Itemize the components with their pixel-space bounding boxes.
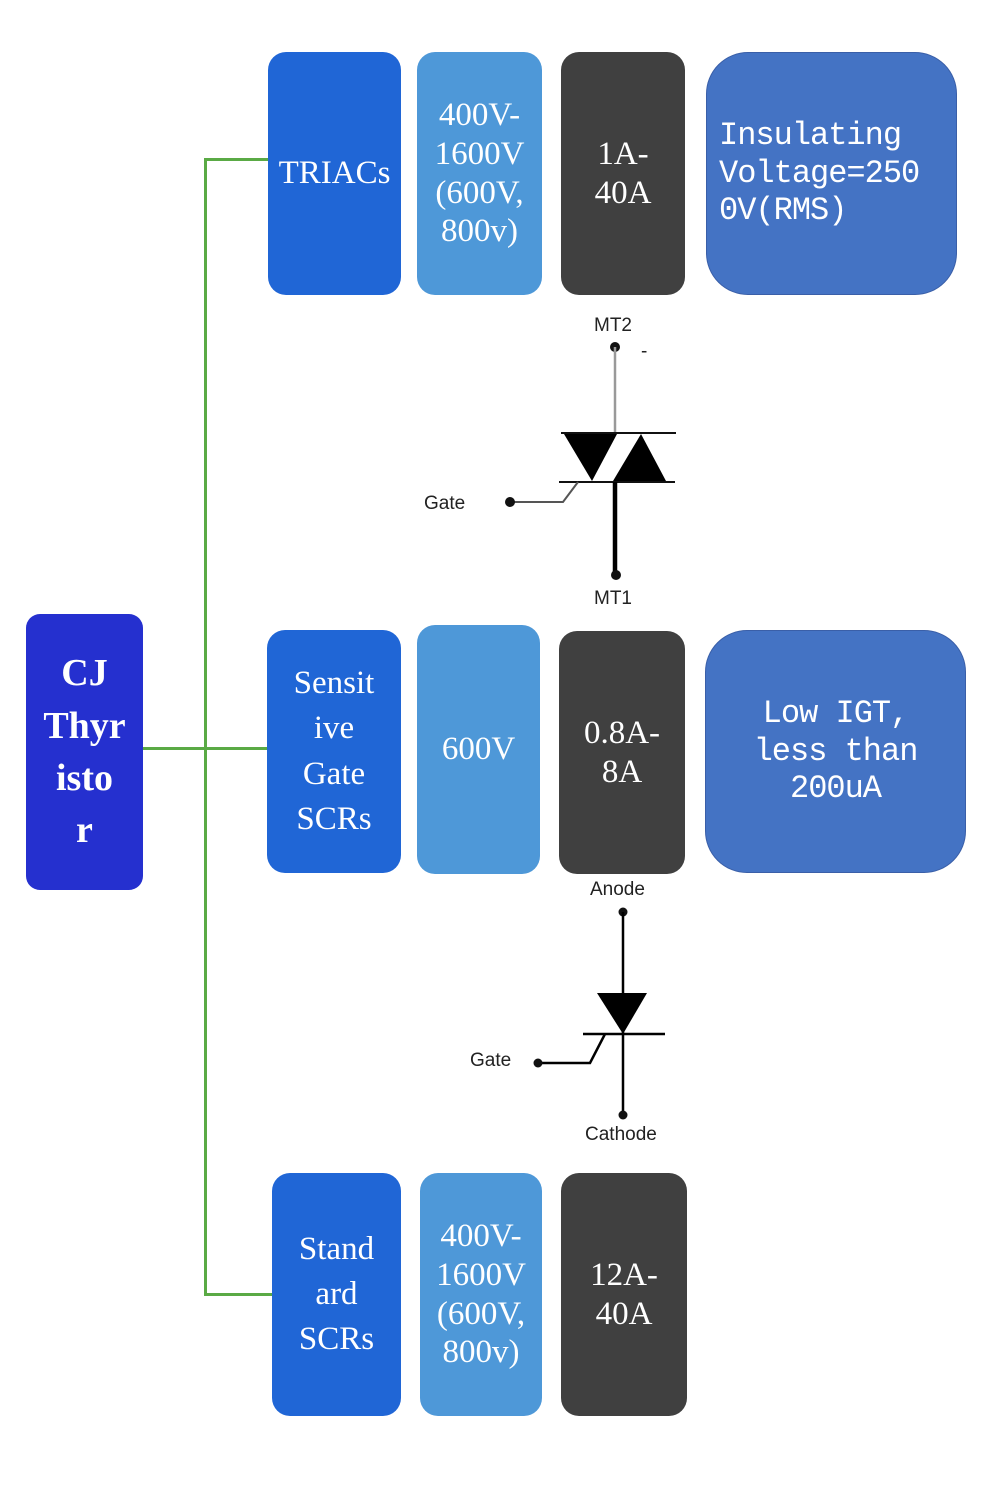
scr-gate-terminal: [533, 1058, 543, 1068]
connector-branch-standard-scrs: [204, 1293, 272, 1296]
category-label: Sensit ive Gate SCRs: [293, 665, 375, 837]
current-label: 1A- 40A: [594, 135, 652, 211]
current-label: 0.8A- 8A: [583, 714, 661, 790]
category-label: TRIACs: [278, 155, 391, 192]
voltage-label: 600V: [441, 731, 516, 768]
voltage-sensitive-gate-scrs: 600V: [417, 625, 540, 874]
triac-mt2-label: MT2: [594, 315, 632, 336]
feature-label: Low IGT, less than 200uA: [753, 694, 919, 808]
voltage-triacs: 400V- 1600V (600V, 800v): [417, 52, 542, 295]
current-triacs: 1A- 40A: [561, 52, 685, 295]
scr-cathode-terminal: [618, 1110, 628, 1120]
category-triacs: TRIACs: [268, 52, 401, 295]
voltage-label: 400V- 1600V (600V, 800v): [436, 1217, 526, 1371]
feature-sensitive-gate-scrs: Low IGT, less than 200uA: [705, 630, 966, 873]
scr-symbol: Anode Gate Cathode: [470, 879, 665, 1145]
triac-mt1-terminal: [611, 570, 621, 580]
root-label: CJ Thyr isto r: [43, 652, 126, 852]
connector-branch-triacs: [204, 158, 270, 161]
connector-trunk: [204, 158, 207, 1296]
current-sensitive-gate-scrs: 0.8A- 8A: [559, 631, 685, 874]
triac-gate-label: Gate: [424, 493, 465, 514]
triac-symbol: MT2 - MT1 Gate: [424, 315, 676, 609]
current-label: 12A- 40A: [590, 1256, 658, 1332]
feature-triacs: Insulating Voltage=250 0V(RMS): [706, 52, 957, 295]
voltage-label: 400V- 1600V (600V, 800v): [434, 96, 525, 250]
triac-polarity-mark: -: [641, 341, 647, 362]
scr-gate-label: Gate: [470, 1050, 511, 1071]
scr-anode-label: Anode: [590, 879, 645, 900]
scr-triangle: [597, 993, 647, 1034]
triac-up-triangle: [613, 434, 666, 481]
scr-anode-terminal: [618, 907, 628, 917]
scr-gate-lead: [538, 1033, 607, 1065]
voltage-standard-scrs: 400V- 1600V (600V, 800v): [420, 1173, 542, 1416]
feature-label: Insulating Voltage=250 0V(RMS): [719, 116, 920, 230]
category-sensitive-gate-scrs: Sensit ive Gate SCRs: [267, 630, 401, 873]
scr-cathode-label: Cathode: [585, 1124, 657, 1145]
category-label: Stand ard SCRs: [298, 1230, 375, 1358]
triac-gate-lead: [510, 481, 579, 503]
triac-mt1-label: MT1: [594, 588, 632, 609]
connector-branch-root: [143, 747, 269, 750]
triac-mt2-terminal: [610, 342, 620, 352]
root-node-cj-thyristor: CJ Thyr isto r: [26, 614, 143, 890]
current-standard-scrs: 12A- 40A: [561, 1173, 687, 1416]
triac-gate-terminal: [505, 497, 515, 507]
category-standard-scrs: Stand ard SCRs: [272, 1173, 401, 1416]
triac-down-triangle: [564, 434, 617, 481]
